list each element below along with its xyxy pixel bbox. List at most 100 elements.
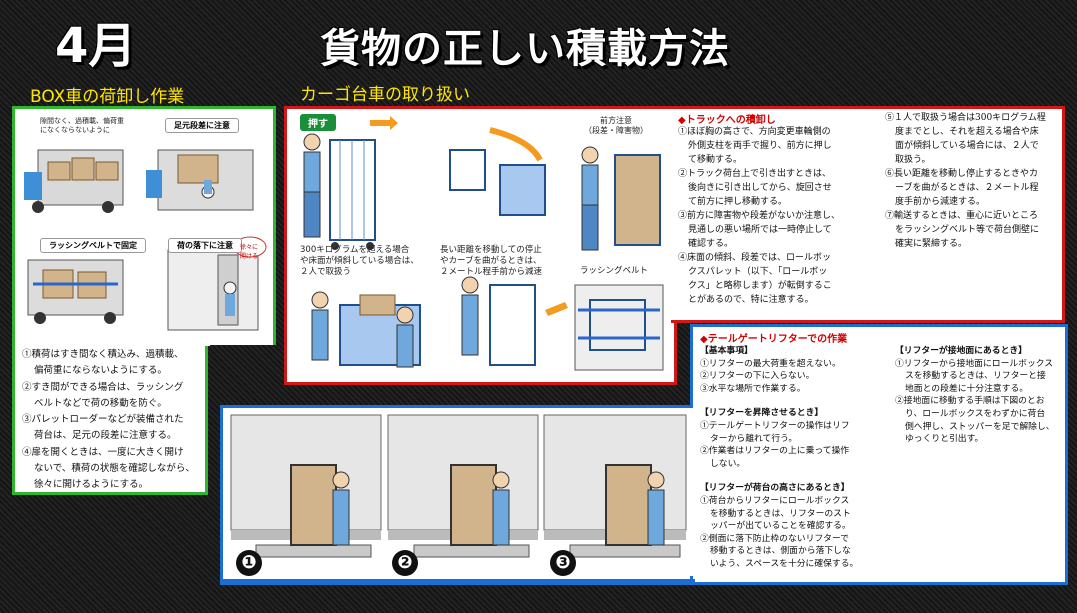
basic-line: ①リフターの最大荷重を超えない。 — [700, 358, 841, 369]
truck-line: ③前方に障害物や段差がないか注意し、 — [678, 211, 841, 221]
deck-line: 移動するときは、側面から落下しな — [710, 546, 851, 557]
truck-line: 後向きに引き出してから、旋回させ — [688, 183, 832, 193]
ground-heading: 【リフターが接地面にあるとき】 — [895, 346, 1027, 356]
cargo-text-panel — [671, 106, 1065, 323]
ground-line: ①リフターから接地面にロールボックス — [895, 358, 1054, 369]
box-panel-lower — [12, 342, 208, 495]
step-1-image — [230, 414, 382, 558]
box-line: 荷台は、足元の段差に注意する。 — [34, 430, 177, 442]
truck-line: 度手前から減速する。 — [895, 197, 986, 207]
truck-line: ⑦輸送するときは、重心に近いところ — [885, 211, 1039, 221]
lifter-left-text: 【基本事項】 ①リフターの最大荷重を超えない。 ②リフターの下に入らない。 ③水… — [700, 345, 890, 571]
truck-line: 面が傾斜している場合には、２人で — [895, 141, 1039, 151]
truck-instructions: ①ほぼ胸の高さで、方向変更車輪側の 外側支柱を両手で握り、前方に押し て移動する… — [678, 125, 873, 307]
step-3-image — [543, 414, 687, 558]
step-2-image — [387, 414, 539, 558]
basic-line: ②リフターの下に入らない。 — [700, 371, 815, 382]
truck-line: 外側支柱を両手で握り、前方に押し — [688, 141, 832, 151]
truck-line: クスパレット（以下、「ロールボッ — [688, 267, 828, 277]
truck-loading-image — [24, 149, 124, 213]
cargo-illustrations — [303, 116, 664, 371]
box-line: ベルトなどで荷の移動を防ぐ。 — [34, 397, 167, 409]
truck-line: ②トラック荷台上で引き出すときは、 — [678, 169, 832, 179]
note-two-person: 300キログラムを超える場合 や床面が傾斜している場合は、 ２人で取扱う — [300, 245, 419, 278]
step-3-badge: ❸ — [550, 550, 576, 576]
truck-line: 見通しの悪い場所では一時停止して — [688, 225, 832, 235]
note-line: ２人で取扱う — [300, 267, 352, 277]
basic-heading: 【基本事項】 — [700, 346, 753, 356]
ground-line: ②接地面に移動する手順は下図のとお — [895, 396, 1045, 407]
truck-line: ①ほぼ胸の高さで、方向変更車輪側の — [678, 127, 831, 137]
truck-instructions-right: ⑤１人で取扱う場合は300キログラム程 度までとし、それを超える場合や床 面が傾… — [885, 111, 1060, 251]
push-label: 押す — [300, 114, 336, 131]
img-label-2: 足元段差に注意 — [165, 118, 239, 133]
front-caution-line: （段差・障害物） — [584, 126, 648, 135]
deck-line: を移動するときは、リフターのスト — [710, 508, 851, 519]
section-box-title: BOX車の荷卸し作業 — [30, 87, 185, 107]
deck-heading: 【リフターが荷台の高さにあるとき】 — [700, 483, 850, 494]
raise-heading: 【リフターを昇降させるとき】 — [700, 408, 824, 419]
basic-line: ③水平な場所で作業する。 — [700, 383, 806, 394]
ground-line: り、ロールボックスをわずかに荷台 — [905, 408, 1046, 419]
front-caution-image — [581, 146, 661, 251]
truck-line: 度までとし、それを超える場合や床 — [895, 127, 1039, 137]
deck-line: ッパーが出ていることを確認する。 — [710, 521, 851, 532]
img-label-3: ラッシングベルトで固定 — [40, 238, 146, 253]
raise-line: ①テールゲートリフターの操作はリフ — [700, 420, 850, 431]
front-caution-line: 前方注意 — [600, 116, 632, 125]
box-line: ないで、積荷の状態を確認しながら、 — [34, 463, 195, 475]
img-label-1: 隙間なく、過積載、偏荷重になくならないように — [40, 117, 124, 134]
lifter-right-text: 【リフターが接地面にあるとき】 ①リフターから接地面にロールボックス スを移動す… — [895, 345, 1060, 446]
raise-line: ②作業者はリフターの上に乗って操作 — [700, 446, 850, 457]
truck-line: ーブを曲がるときは、２メートル程 — [895, 183, 1039, 193]
ground-line: 側へ押し、ストッパーを足で解除し、 — [905, 421, 1055, 432]
ground-line: 地面との段差に十分注意する。 — [905, 383, 1029, 394]
note-line: 300キログラムを超える場合 — [300, 245, 410, 255]
lashing-image — [27, 259, 124, 324]
lashing-belt-image — [574, 284, 664, 371]
truck-line: とがあるので、特に注意する。 — [688, 295, 814, 305]
truck-line: ⑥長い距離を移動し停止するときやカ — [885, 169, 1039, 179]
box-line: ②すき間ができる場合は、ラッシング — [22, 381, 184, 393]
truck-line: て前方に押し移動する。 — [688, 197, 788, 207]
ground-line: ゆっくりと引出す。 — [905, 434, 984, 445]
door-open-image — [167, 236, 267, 331]
step-2-badge: ❷ — [392, 550, 418, 576]
truck-line: ⑤１人で取扱う場合は300キログラム程 — [885, 113, 1046, 123]
box-instructions: ①積荷はすき間なく積込み、過積載、 偏荷重にならないようにする。 ②すき間ができ… — [22, 347, 212, 494]
deck-line: ①荷台からリフターにロールボックス — [700, 495, 850, 506]
note-line: やカーブを曲がるときは、 — [440, 256, 542, 266]
lashing-belt-label: ラッシングベルト — [580, 266, 649, 276]
truck-line: クス」と略称します）が転倒するこ — [688, 281, 832, 291]
img-label-4: 荷の落下に注意 — [168, 238, 242, 253]
front-caution-label: 前方注意 （段差・障害物） — [584, 116, 648, 136]
two-person-image — [311, 291, 421, 368]
truck-line: 確認する。 — [688, 239, 734, 249]
box-illustrations — [24, 149, 267, 331]
section-cargo-title: カーゴ台車の取り扱い — [300, 85, 470, 105]
truck-line: 確実に緊締する。 — [895, 239, 968, 249]
page-title: 貨物の正しい積載方法 — [320, 26, 730, 72]
push-image — [303, 116, 398, 250]
ground-line: スを移動するときは、リフターと接 — [905, 371, 1046, 382]
box-line: 徐々に開けるようにする。 — [34, 479, 149, 491]
box-line: 偏荷重にならないようにする。 — [34, 365, 167, 377]
note-line: ２メートル程手前から減速 — [440, 267, 543, 277]
truck-line: ④床面の傾斜、段差では、ロールボッ — [678, 253, 832, 263]
note-line: や床面が傾斜している場合は、 — [300, 256, 419, 266]
box-line: ①積荷はすき間なく積込み、過積載、 — [22, 349, 184, 360]
step-1-badge: ❶ — [236, 550, 262, 576]
note-slow-down: 長い距離を移動しての停止 やカーブを曲がるときは、 ２メートル程手前から減速 — [440, 245, 542, 278]
box-line: ③パレットローダーなどが装備された — [22, 414, 184, 426]
lifter-heading: ◆テールゲートリフターでの作業 — [700, 334, 848, 345]
truck-line: をラッシングベルト等で荷台側壁に — [895, 225, 1040, 235]
deck-line: ②側面に落下防止枠のないリフターで — [700, 533, 850, 544]
raise-line: しない。 — [710, 458, 746, 469]
lifter-text-panel — [690, 324, 1068, 585]
curve-image — [449, 127, 546, 216]
deck-line: いよう、スペースを十分に確保する。 — [710, 558, 859, 569]
truck-line: 取扱う。 — [895, 155, 931, 165]
box-line: ④扉を開くときは、一度に大きく開け — [22, 446, 184, 458]
lifter-steps-illustration — [230, 414, 687, 558]
month-title: 4月 — [55, 18, 137, 74]
